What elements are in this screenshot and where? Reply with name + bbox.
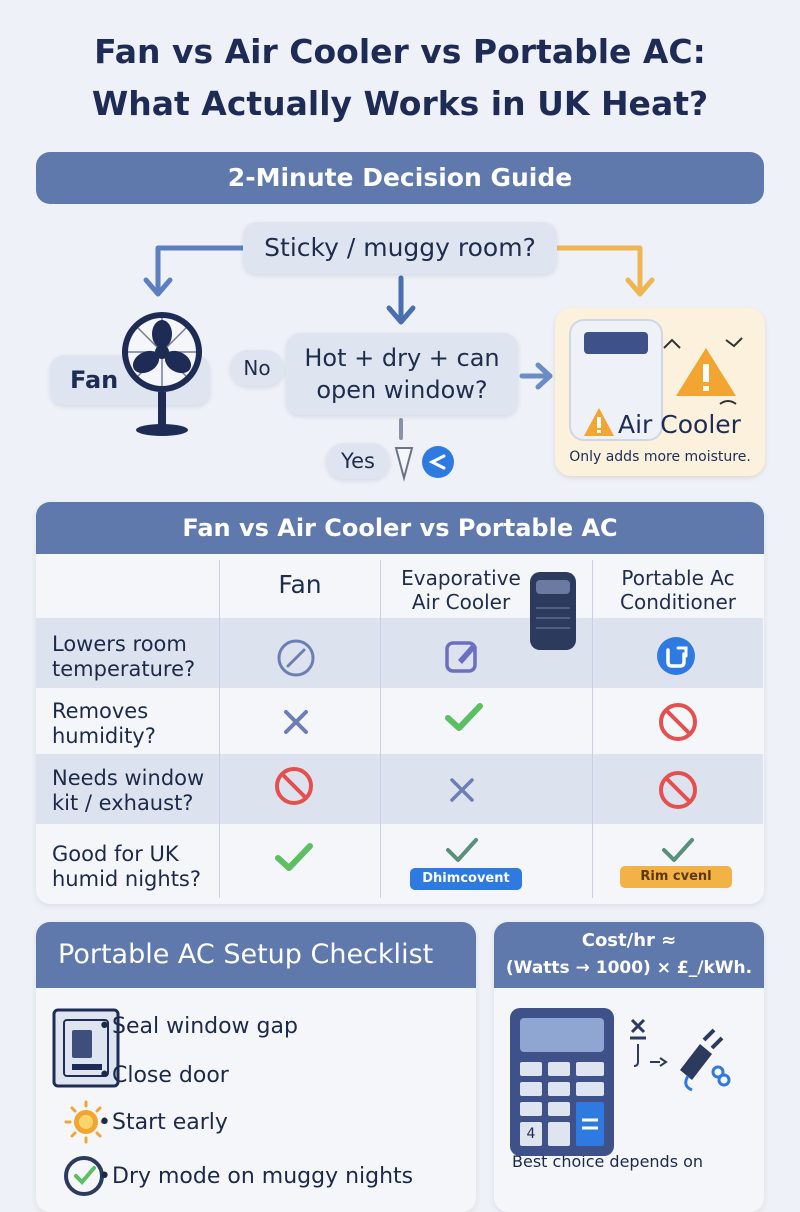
no-icon: [275, 767, 313, 805]
dry-mode-icon: [64, 1156, 104, 1196]
checklist-item-text: Start early: [112, 1110, 228, 1135]
flow-arrows: [143, 245, 655, 440]
arrow-to-fan: [155, 245, 248, 295]
question-hot-dry-line-1: Hot + dry + can: [304, 344, 500, 372]
column-header-cooler-line-2: Air Cooler: [411, 590, 511, 614]
checklist-banner: Portable AC Setup Checklist: [36, 922, 476, 988]
row-label: Removes humidity?: [52, 699, 156, 749]
column-header-ac-line-1: Portable Ac: [621, 566, 735, 590]
ac-tag: Rim cvenl: [620, 866, 732, 888]
slash-circle-icon: [277, 639, 315, 677]
row-label-line: Lowers room: [52, 632, 187, 656]
cooler-tag: Dhimcovent: [410, 868, 522, 890]
checklist-item: •Dry mode on muggy nights: [98, 1164, 414, 1189]
check-icon: [446, 838, 478, 862]
row-label-line: temperature?: [52, 657, 196, 681]
cost-formula-line-1: Cost/hr ≈: [581, 930, 677, 951]
yes-label: Yes: [326, 443, 390, 479]
column-header-cooler: Evaporative Air Cooler: [386, 566, 536, 614]
row-label-line: humidity?: [52, 724, 156, 748]
comparison-table: Fan vs Air Cooler vs Portable AC Fan Eva…: [36, 502, 764, 904]
arrow-to-cooler: [552, 245, 643, 295]
column-header-fan: Fan: [278, 570, 322, 599]
plug-icon: [630, 1018, 731, 1092]
cost-banner: [494, 922, 764, 988]
column-header-cooler-line-1: Evaporative: [401, 566, 521, 590]
yes-indicator-icons: [394, 446, 454, 482]
cross-icon: [450, 778, 474, 802]
table-row: [36, 754, 763, 824]
question-hot-dry-line-2: open window?: [316, 376, 488, 404]
cooler-unit-icon: [530, 572, 576, 650]
cost-footer: Best choice depends on: [512, 1152, 704, 1171]
row-label-line: Needs window: [52, 766, 205, 790]
cross-icon: [284, 710, 308, 734]
air-cooler-graphic: [569, 319, 743, 441]
row-label-line: kit / exhaust?: [52, 791, 194, 815]
checklist-item-text: Seal window gap: [112, 1014, 298, 1039]
row-label: Lowers room temperature?: [52, 632, 195, 682]
sun-icon: [64, 1100, 108, 1144]
decision-guide-banner: 2-Minute Decision Guide: [36, 152, 764, 204]
edit-square-icon: [445, 641, 477, 673]
blue-badge-icon: [657, 637, 695, 675]
info-arrow-icon: [422, 446, 454, 478]
funnel-icon: [394, 447, 414, 482]
checklist-item: •Seal window gap: [98, 1014, 298, 1039]
column-header-ac-line-2: Conditioner: [620, 590, 736, 614]
small-warning-icon: [584, 408, 614, 436]
table-row: [36, 618, 763, 688]
air-cooler-result-label: Air Cooler: [618, 410, 741, 439]
svg-text:4: 4: [527, 1126, 536, 1142]
column-header-ac: Portable Ac Conditioner: [598, 566, 758, 614]
page-title-line-2: What Actually Works in UK Heat?: [91, 84, 709, 123]
comparison-banner: Fan vs Air Cooler vs Portable AC: [36, 502, 764, 554]
checklist-item: •Start early: [98, 1110, 228, 1135]
check-icon: [275, 843, 313, 871]
check-icon: [445, 703, 483, 731]
question-hot-dry: Hot + dry + can open window?: [286, 333, 518, 415]
no-label: No: [230, 350, 284, 386]
fan-icon: [122, 312, 202, 436]
question-sticky-room: Sticky / muggy room?: [243, 222, 557, 274]
check-icon: [662, 838, 694, 862]
cost-formula-line-2: (Watts → 1000) × £_/kWh.: [505, 958, 753, 978]
air-cooler-note: Only adds more moisture.: [569, 449, 751, 465]
row-label: Good for UK humid nights?: [52, 842, 201, 892]
page-title-line-1: Fan vs Air Cooler vs Portable AC:: [94, 32, 706, 71]
row-label-line: Removes: [52, 699, 149, 723]
checklist-item: •Close door: [98, 1063, 229, 1088]
row-label-line: Good for UK: [52, 842, 179, 866]
window-kit-icon: [52, 1008, 120, 1088]
no-icon: [659, 703, 697, 741]
checklist-item-text: Dry mode on muggy nights: [112, 1164, 414, 1189]
row-label-line: humid nights?: [52, 867, 202, 891]
checklist-item-text: Close door: [112, 1063, 229, 1088]
row-label: Needs window kit / exhaust?: [52, 766, 204, 816]
no-icon: [659, 771, 697, 809]
calculator-icon: 4: [510, 1008, 614, 1156]
